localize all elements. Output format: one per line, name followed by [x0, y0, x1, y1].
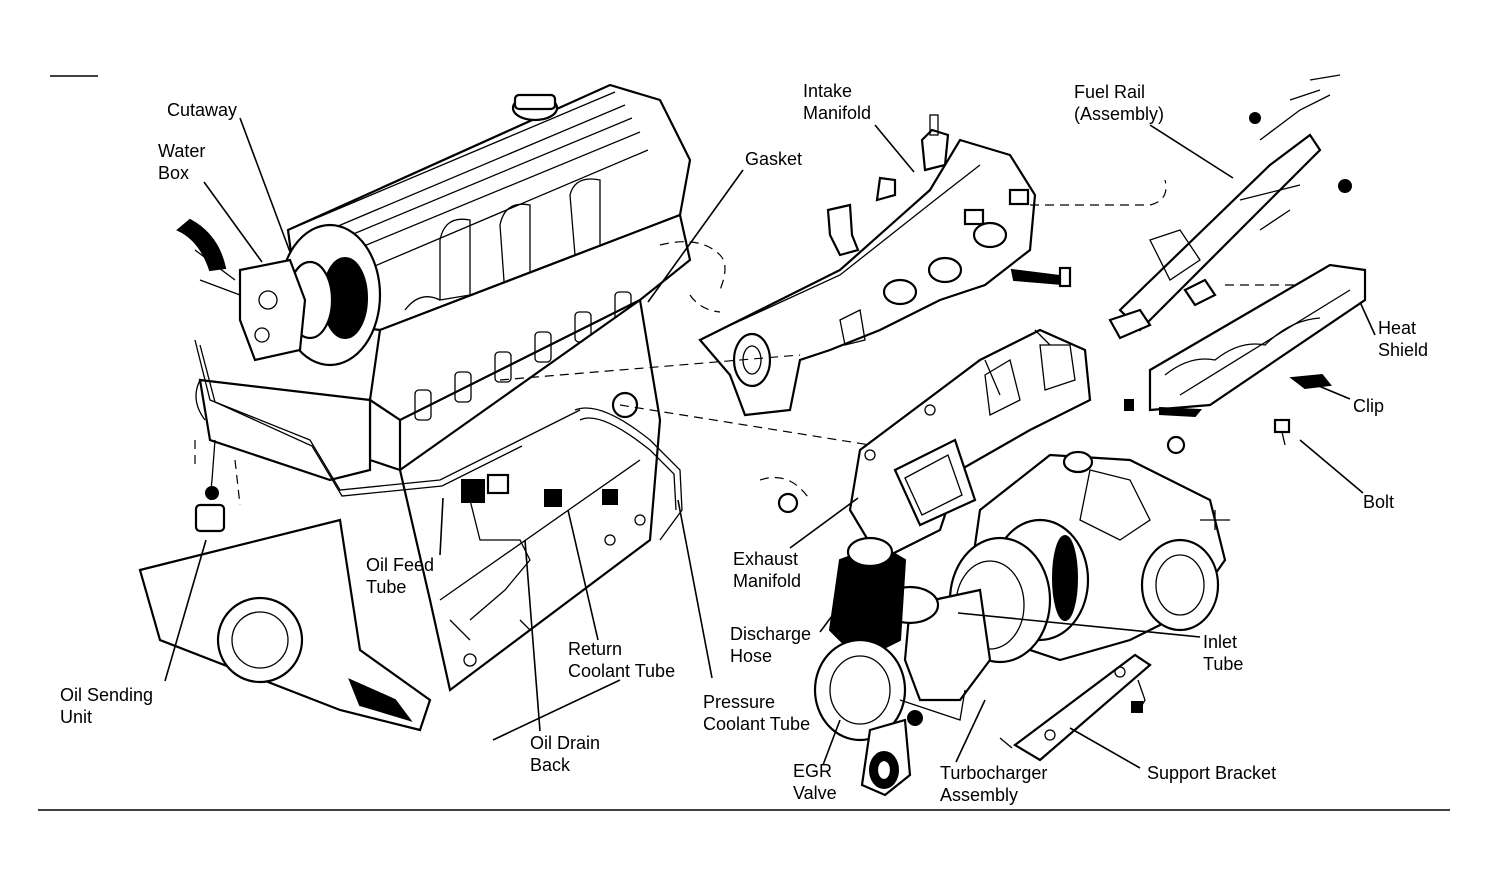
exhaust-manifold-illustration	[759, 328, 1092, 562]
label-bolt: Bolt	[1363, 492, 1394, 512]
label-return-coolant-tube: Return Coolant Tube	[568, 639, 675, 681]
label-egr-valve: EGR Valve	[793, 761, 837, 803]
intake-bolt-illustration	[1010, 266, 1072, 288]
label-cutaway: Cutaway	[167, 100, 237, 120]
turbocharger-illustration	[813, 435, 1230, 797]
leader-lines	[164, 117, 1376, 769]
heat-shield-illustration	[1124, 263, 1367, 418]
label-exhaust-manifold: Exhaust Manifold	[733, 549, 803, 591]
label-oil-feed-tube: Oil Feed Tube	[366, 555, 439, 597]
clip-illustration	[1289, 373, 1332, 390]
gasket-alignment-lines	[499, 179, 1167, 446]
label-support-bracket: Support Bracket	[1147, 763, 1276, 783]
label-clip: Clip	[1353, 396, 1384, 416]
label-intake-manifold: Intake Manifold	[803, 81, 871, 123]
bolt-illustration	[1273, 418, 1291, 446]
label-discharge-hose: Discharge Hose	[730, 624, 816, 666]
label-heat-shield: Heat Shield	[1378, 318, 1428, 360]
engine-block-illustration	[138, 83, 692, 732]
fuel-rail-illustration	[1108, 74, 1352, 340]
label-gasket: Gasket	[745, 149, 802, 169]
label-inlet-tube: Inlet Tube	[1203, 632, 1243, 674]
intake-manifold-illustration	[659, 114, 1037, 417]
label-turbocharger-assembly: Turbocharger Assembly	[940, 763, 1052, 805]
label-water-box: Water Box	[158, 141, 210, 183]
label-oil-sending-unit: Oil Sending Unit	[60, 685, 158, 727]
label-fuel-rail: Fuel Rail (Assembly)	[1074, 82, 1164, 124]
label-pressure-coolant-tube: Pressure Coolant Tube	[703, 692, 810, 734]
label-oil-drain-back: Oil Drain Back	[530, 733, 605, 775]
